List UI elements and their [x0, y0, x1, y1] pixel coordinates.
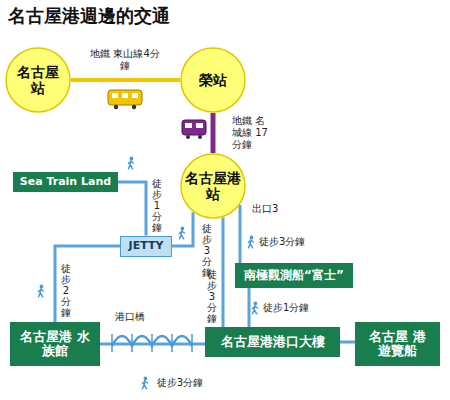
node-label: 南極觀測船“富士” — [244, 269, 344, 283]
walker-icon — [143, 377, 148, 389]
walker-icon — [39, 285, 44, 297]
diagram-title: 名古屋港週邊的交通 — [8, 4, 170, 28]
route-line — [248, 288, 251, 327]
place-box: 名古屋港港口大樓 — [205, 327, 340, 357]
walker-icon — [129, 157, 134, 169]
route-line — [239, 205, 242, 263]
place-note: 出口3 — [252, 203, 278, 215]
place-box: 名古屋港 水族館 — [10, 322, 100, 366]
station-circle: 榮站 — [180, 47, 246, 113]
route-time-label: 地鐵 東山線4分鐘 — [89, 48, 161, 72]
node-label: 名古屋 港遊覽船 — [364, 330, 432, 359]
route-line — [55, 246, 120, 322]
route-time-label: 徒步3分鐘 — [157, 377, 203, 389]
walker-icon — [180, 227, 185, 239]
route-line — [71, 78, 180, 82]
node-label: JETTY — [129, 240, 164, 253]
route-line — [172, 212, 193, 246]
route-line — [340, 341, 355, 344]
station-circle: 名古屋 站 — [5, 47, 71, 113]
route-time-label: 徒步2分鐘 — [61, 263, 71, 318]
place-box: 南極觀測船“富士” — [235, 263, 353, 288]
route-line — [118, 182, 146, 236]
route-time-label: 徒步1分鐘 — [152, 178, 162, 233]
node-label: Sea Train Land — [20, 176, 111, 189]
node-label: 名古屋 站 — [11, 64, 65, 96]
route-line — [211, 113, 216, 153]
subway-train-icon — [182, 120, 206, 139]
route-time-label: 地鐵 名城線 17分鐘 — [232, 115, 274, 151]
node-label: 名古屋港 站 — [184, 170, 242, 202]
node-label: 名古屋港港口大樓 — [221, 335, 325, 349]
bridge-arches — [112, 334, 192, 352]
node-label: 榮站 — [199, 72, 227, 88]
place-note: 港口橋 — [115, 311, 145, 323]
walker-icon — [249, 236, 254, 248]
station-circle: 名古屋港 站 — [180, 153, 246, 219]
route-time-label: 徒步3分鐘 — [259, 236, 305, 248]
place-box: 名古屋 港遊覽船 — [355, 322, 440, 366]
place-box: JETTY — [120, 236, 172, 257]
route-time-label: 徒步3分鐘 — [207, 269, 217, 324]
route-line — [222, 217, 225, 327]
place-box: Sea Train Land — [13, 172, 118, 192]
walker-icon — [253, 302, 258, 314]
node-label: 名古屋港 水族館 — [20, 330, 90, 359]
subway-train-icon — [108, 90, 142, 109]
route-time-label: 徒步1分鐘 — [263, 302, 309, 314]
